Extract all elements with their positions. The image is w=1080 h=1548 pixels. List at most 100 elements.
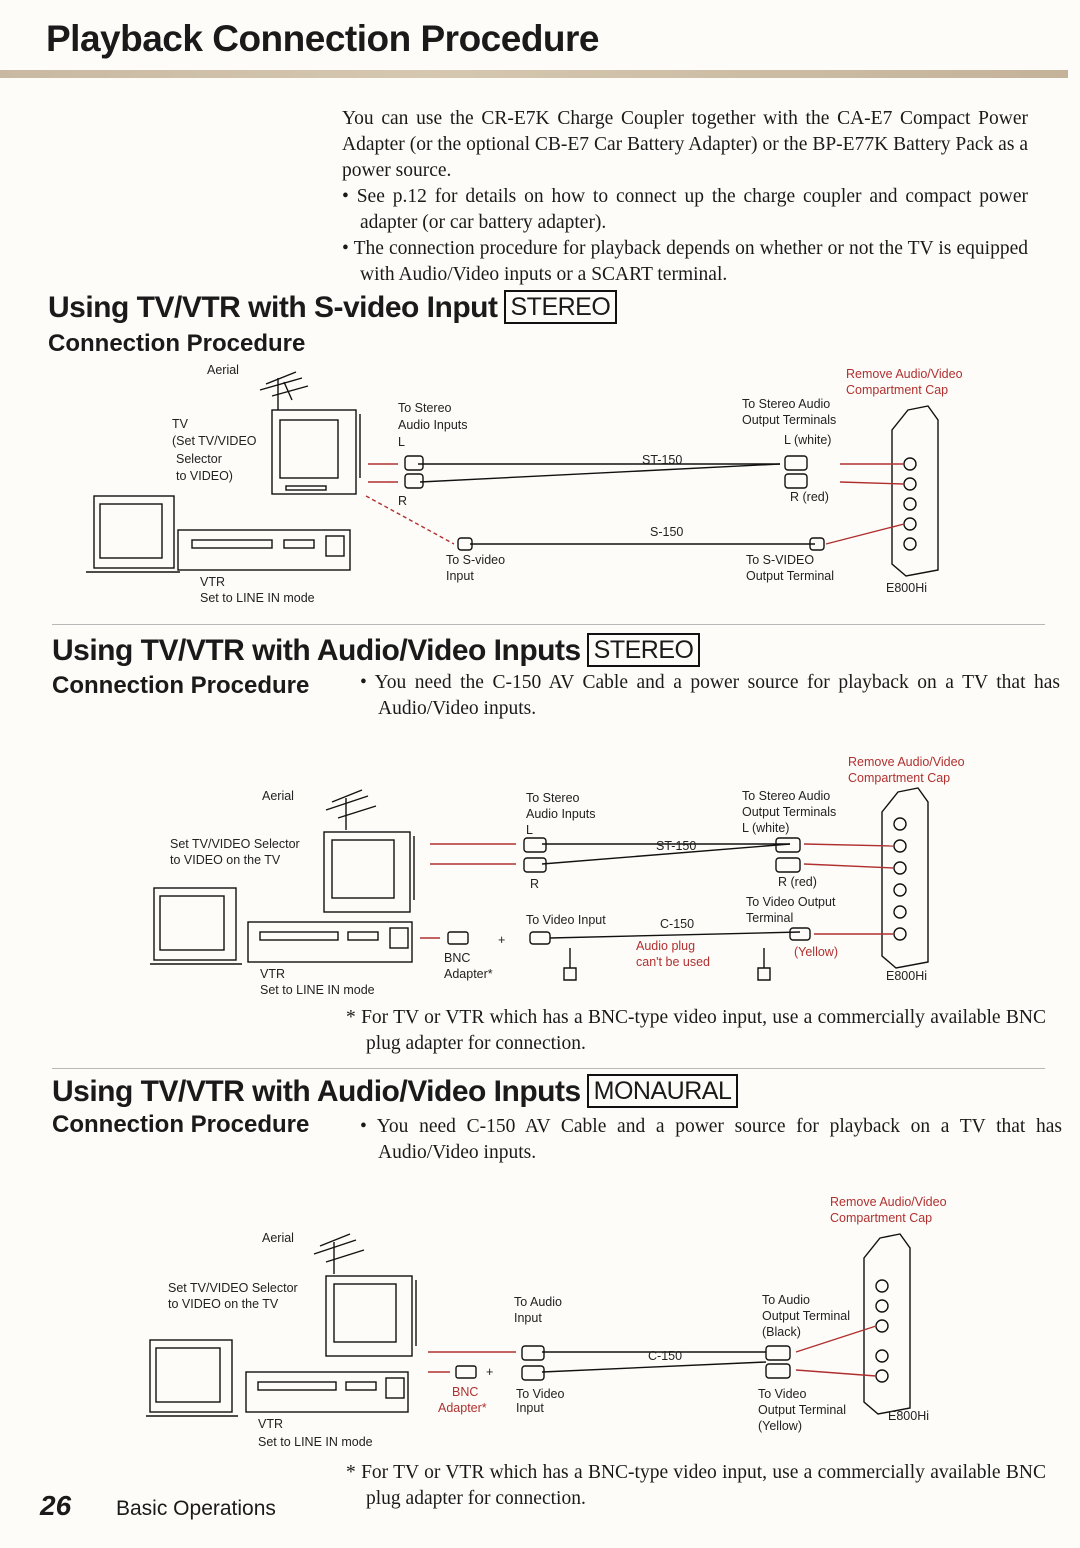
stereo-input-label: To Stereo <box>526 791 580 805</box>
title-rule <box>0 70 1068 78</box>
plus-sign: + <box>498 933 505 947</box>
tv-note: to VIDEO on the TV <box>168 1297 279 1311</box>
video-input-label: Input <box>516 1401 544 1415</box>
cable-label: ST-150 <box>642 453 682 467</box>
stereo-output-label: Output Terminals <box>742 805 836 819</box>
intro-text: You can use the CR-E7K Charge Coupler to… <box>342 108 1028 181</box>
l-label: L <box>398 435 405 449</box>
camcorder-icon <box>891 405 939 577</box>
model-label: E800Hi <box>888 1409 929 1423</box>
av-monaural-connection-diagram: Aerial Set TV/VIDEO Selector to VIDEO on… <box>146 1195 947 1449</box>
aerial-icon <box>325 789 377 830</box>
vtr-icon <box>247 921 413 963</box>
vtr-note: Set to LINE IN mode <box>200 591 315 605</box>
tv-icon <box>325 1275 417 1357</box>
section-subtitle: Connection Procedure <box>52 672 310 699</box>
section-subtitle: Connection Procedure <box>52 1111 310 1138</box>
cable-label: S-150 <box>650 525 683 539</box>
audio-input-label: To Audio <box>514 1295 562 1309</box>
video-output-label: To Video Output <box>746 895 836 909</box>
vtr-label: VTR <box>260 967 285 981</box>
plus-sign: + <box>486 1365 493 1379</box>
audio-plug-note: Audio plug <box>636 939 695 953</box>
requirement-note: • You need the C-150 AV Cable and a powe… <box>360 672 1061 719</box>
stereo-output-label: To Stereo Audio <box>742 397 830 411</box>
av-stereo-connection-diagram: Aerial Set TV/VIDEO Selector to VIDEO on… <box>150 755 965 997</box>
svideo-output-label: Output Terminal <box>746 569 834 583</box>
stereo-input-label: To Stereo <box>398 401 452 415</box>
model-label: E800Hi <box>886 581 927 595</box>
video-output-label: Output Terminal <box>758 1403 846 1417</box>
bnc-label: Adapter* <box>438 1401 487 1415</box>
page-title: Playback Connection Procedure <box>46 18 600 59</box>
svideo-input-label: Input <box>446 569 474 583</box>
r-red-label: R (red) <box>790 490 829 504</box>
bnc-footnote: * For TV or VTR which has a BNC-type vid… <box>346 1007 1046 1054</box>
audio-input-label: Input <box>514 1311 542 1325</box>
bnc-label: BNC <box>452 1385 478 1399</box>
remove-cap-label: Remove Audio/Video <box>848 755 965 769</box>
section-divider <box>52 624 1045 625</box>
camcorder-icon <box>881 787 929 969</box>
svideo-input-label: To S-video <box>446 553 505 567</box>
cable-label: C-150 <box>660 917 694 931</box>
section-divider <box>52 1068 1045 1069</box>
aerial-icon <box>313 1233 365 1274</box>
tv-label: TV <box>172 417 189 431</box>
audio-output-label: Output Terminal <box>762 1309 850 1323</box>
svideo-connection-diagram: Aerial TV (Set TV/VIDEO Selector to VIDE… <box>86 363 963 605</box>
aerial-icon <box>259 371 309 410</box>
r-label: R <box>530 877 539 891</box>
stereo-input-label: Audio Inputs <box>398 418 468 432</box>
l-label: L <box>526 823 533 837</box>
remove-cap-label: Compartment Cap <box>830 1211 932 1225</box>
r-label: R <box>398 494 407 508</box>
video-input-label: To Video Input <box>526 913 606 927</box>
audio-output-label: To Audio <box>762 1293 810 1307</box>
video-input-label: To Video <box>516 1387 564 1401</box>
l-white-label: L (white) <box>784 433 831 447</box>
monitor-icon <box>86 495 180 573</box>
vtr-label: VTR <box>258 1417 283 1431</box>
tv-note: to VIDEO) <box>176 469 233 483</box>
bnc-label: BNC <box>444 951 470 965</box>
monitor-icon <box>150 887 242 965</box>
camcorder-icon <box>863 1233 911 1415</box>
vtr-icon <box>245 1371 409 1413</box>
yellow-label: (Yellow) <box>794 945 838 959</box>
tv-icon <box>271 409 361 495</box>
monaural-badge: MONAURAL <box>586 1074 739 1109</box>
footer-label: Basic Operations <box>116 1497 276 1520</box>
page-number: 26 <box>40 1490 72 1521</box>
model-label: E800Hi <box>886 969 927 983</box>
tv-note: (Set TV/VIDEO <box>172 434 257 448</box>
bnc-footnote: * For TV or VTR which has a BNC-type vid… <box>346 1462 1046 1509</box>
vtr-note: Set to LINE IN mode <box>258 1435 373 1449</box>
tv-note: Set TV/VIDEO Selector <box>168 1281 298 1295</box>
remove-cap-label: Remove Audio/Video <box>846 367 963 381</box>
tv-note: Selector <box>176 452 222 466</box>
cable-label: ST-150 <box>656 839 696 853</box>
aerial-label: Aerial <box>262 789 294 803</box>
svideo-output-label: To S-VIDEO <box>746 553 814 567</box>
aerial-label: Aerial <box>262 1231 294 1245</box>
l-white-label: L (white) <box>742 821 789 835</box>
stereo-input-label: Audio Inputs <box>526 807 596 821</box>
stereo-badge: STEREO <box>586 633 701 668</box>
cable-label: C-150 <box>648 1349 682 1363</box>
vtr-icon <box>177 529 351 571</box>
bnc-adapter-icon <box>447 931 469 945</box>
bnc-adapter-icon <box>455 1365 477 1379</box>
remove-cap-label: Remove Audio/Video <box>830 1195 947 1209</box>
stereo-output-label: To Stereo Audio <box>742 789 830 803</box>
remove-cap-label: Compartment Cap <box>846 383 948 397</box>
intro-bullet: • The connection procedure for playback … <box>342 238 1028 285</box>
stereo-badge: STEREO <box>503 290 618 325</box>
vtr-note: Set to LINE IN mode <box>260 983 375 997</box>
tv-icon <box>323 831 415 913</box>
video-output-label: To Video <box>758 1387 806 1401</box>
remove-cap-label: Compartment Cap <box>848 771 950 785</box>
